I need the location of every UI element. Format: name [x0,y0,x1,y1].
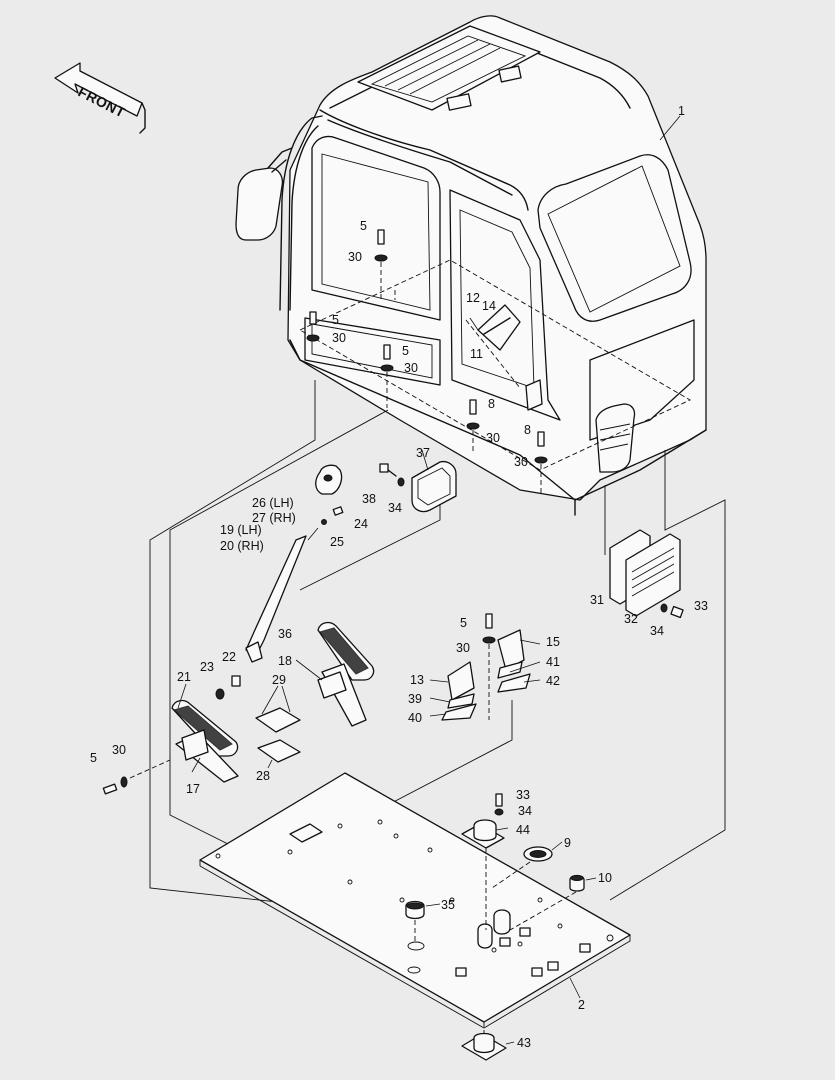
callout-19-lh: 19 (LH) [220,523,262,537]
left-pedal [171,675,241,783]
callout-39: 39 [408,692,422,706]
callout-5: 5 [332,313,339,327]
bolt-left-5-30 [102,759,171,795]
callout-34: 34 [388,501,402,515]
callout-12: 12 [466,291,480,305]
callout-44: 44 [516,823,530,837]
part-10-plug [509,874,597,931]
callout-33: 33 [694,599,708,613]
part-35-plug [405,900,441,944]
door-latch-parts [465,304,543,411]
callout-30: 30 [456,641,470,655]
part-9-grommet [491,841,563,889]
callout-43: 43 [517,1036,531,1050]
callout-30: 30 [514,455,528,469]
callout-5: 5 [90,751,97,765]
callout-18: 18 [278,654,292,668]
callout-1: 1 [678,104,685,118]
front-direction-arrow: FRONT [54,62,146,134]
callout-8: 8 [488,397,495,411]
callout-26-lh: 26 (LH) [252,496,294,510]
callout-30: 30 [486,431,500,445]
callout-40: 40 [408,711,422,725]
callout-35: 35 [441,898,455,912]
callout-42: 42 [546,674,560,688]
callout-13: 13 [410,673,424,687]
callout-15: 15 [546,635,560,649]
callout-30: 30 [112,743,126,757]
callout-33: 33 [516,788,530,802]
callout-17: 17 [186,782,200,796]
part-44-cushion [461,793,509,930]
callout-27-rh: 27 (RH) [252,511,296,525]
callout-37: 37 [416,446,430,460]
callout-29: 29 [272,673,286,687]
pedal-brackets [429,613,541,721]
callout-30: 30 [348,250,362,264]
callout-34: 34 [650,624,664,638]
cab-assembly [235,15,707,516]
callout-36: 36 [278,627,292,641]
callout-9: 9 [564,836,571,850]
callout-22: 22 [222,650,236,664]
callout-28: 28 [256,769,270,783]
callout-8: 8 [524,423,531,437]
cover-plates-28-29 [255,685,301,769]
grommet-37 [379,449,457,513]
callout-41: 41 [546,655,560,669]
callout-34: 34 [518,804,532,818]
callout-38: 38 [362,492,376,506]
callout-10: 10 [598,871,612,885]
callout-labels: 1 5 30 5 30 5 30 12 14 11 8 30 8 30 37 3… [90,104,708,1050]
travel-lever [245,464,344,663]
callout-5: 5 [460,616,467,630]
callout-30: 30 [404,361,418,375]
callout-5: 5 [360,219,367,233]
callout-14: 14 [482,299,496,313]
part-43-mount [461,1022,515,1061]
callout-5: 5 [402,344,409,358]
callout-23: 23 [200,660,214,674]
cover-31-32 [609,529,684,619]
callout-11: 11 [470,347,483,361]
callout-2: 2 [578,998,585,1012]
callout-21: 21 [177,670,191,684]
callout-31: 31 [590,593,604,607]
callout-20-rh: 20 (RH) [220,539,264,553]
callout-24: 24 [354,517,368,531]
right-pedal [295,621,375,727]
floor-plate [199,772,631,1029]
callout-32: 32 [624,612,638,626]
callout-30: 30 [332,331,346,345]
cab-bolts [306,229,548,494]
callout-25: 25 [330,535,344,549]
